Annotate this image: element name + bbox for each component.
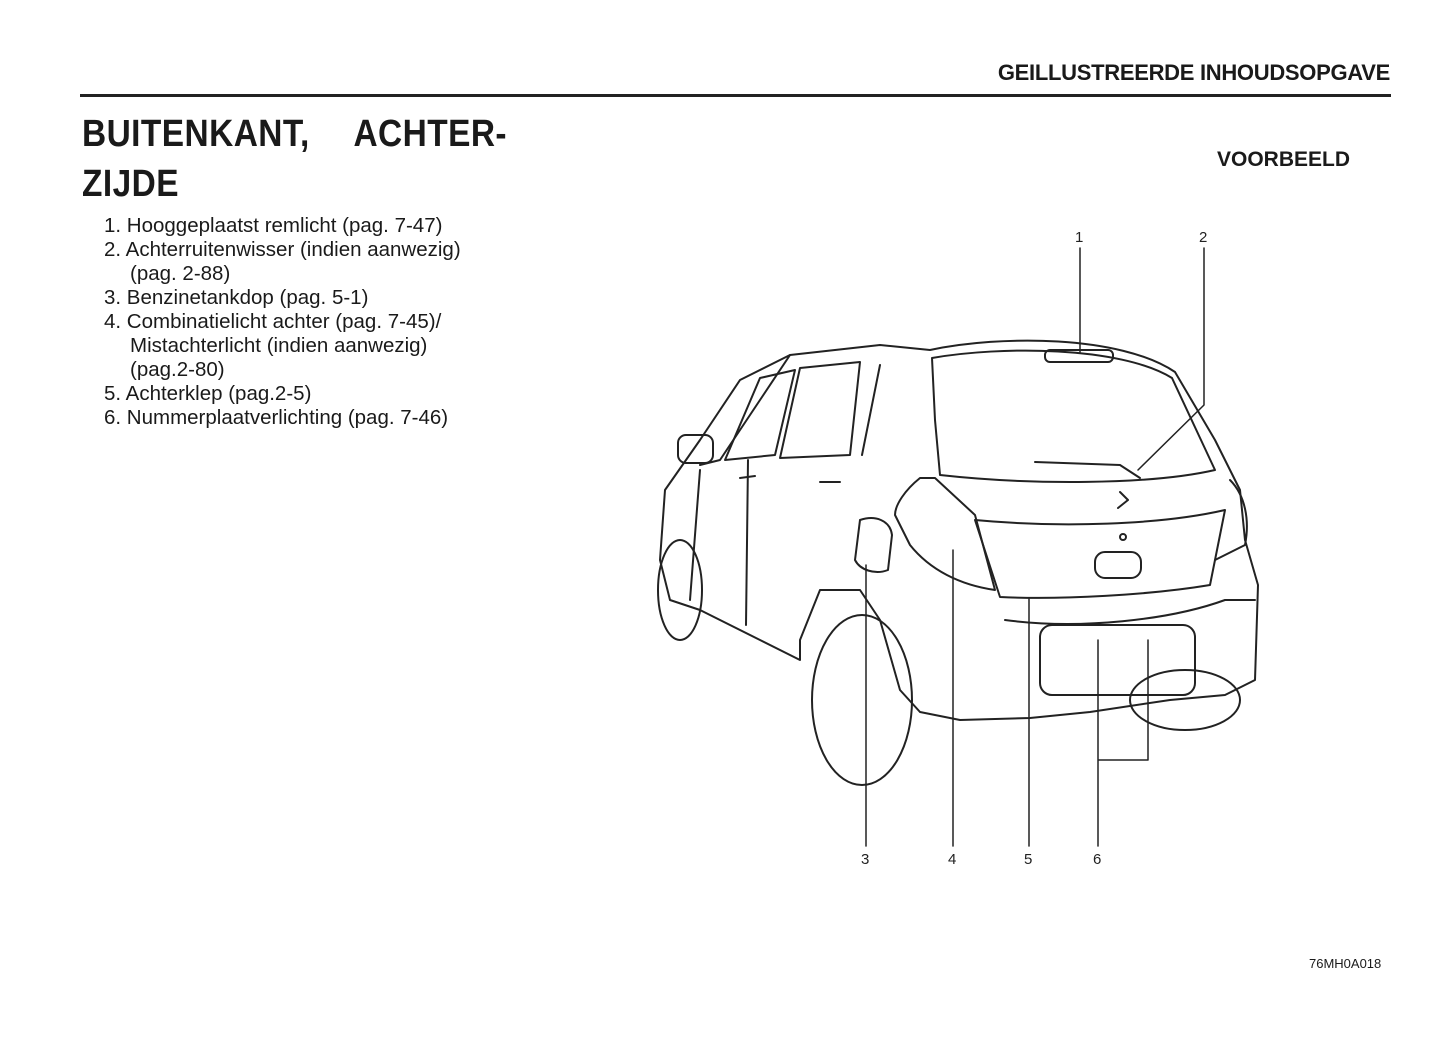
- list-item: 3. Benzinetankdop (pag. 5-1): [104, 286, 461, 310]
- list-item: 5. Achterklep (pag.2-5): [104, 382, 461, 406]
- rear-wheel: [811, 614, 913, 786]
- item-text: 1. Hooggeplaatst remlicht (pag. 7-47): [104, 214, 443, 237]
- tailgate: [974, 509, 1226, 599]
- figure-label: VOORBEELD: [1217, 148, 1351, 171]
- page-title-line1: BUITENKANT, ACHTER-: [82, 113, 508, 155]
- section-header: GEILLUSTREERDE INHOUDSOPGAVE: [997, 60, 1390, 85]
- item-text: 2. Achterruitenwisser (indien aanwezig): [104, 238, 461, 261]
- list-item: 1. Hooggeplaatst remlicht (pag. 7-47): [104, 214, 461, 238]
- rear-window: [931, 349, 1216, 483]
- rear-bumper: [1004, 599, 1256, 625]
- callout-1: 1: [1075, 229, 1083, 246]
- header-rule: [80, 94, 1391, 97]
- list-item: 4. Combinatielicht achter (pag. 7-45)/Mi…: [104, 310, 461, 382]
- page-title-line2: ZIJDE: [82, 163, 179, 205]
- item-text-cont: Mistachterlicht (indien aanwezig): [130, 334, 428, 357]
- leader-6: [1097, 639, 1149, 847]
- license-plate-recess: [1039, 624, 1196, 696]
- item-text: 6. Nummerplaatverlichting (pag. 7-46): [104, 406, 449, 429]
- item-text-cont: (pag.2-80): [130, 358, 225, 381]
- callout-5: 5: [1024, 851, 1032, 868]
- rear-wiper: [1034, 461, 1141, 479]
- component-list: 1. Hooggeplaatst remlicht (pag. 7-47) 2.…: [104, 214, 461, 430]
- fuel-lid: [854, 517, 893, 573]
- callout-4: 4: [948, 851, 956, 868]
- item-text: 3. Benzinetankdop (pag. 5-1): [104, 286, 369, 309]
- high-mount-stop-lamp: [1044, 349, 1114, 363]
- callout-6: 6: [1093, 851, 1101, 868]
- list-item: 6. Nummerplaatverlichting (pag. 7-46): [104, 406, 461, 430]
- item-text: 4. Combinatielicht achter (pag. 7-45)/: [104, 310, 442, 333]
- tail-light: [894, 477, 996, 591]
- figure-code: 76MH0A018: [1309, 956, 1382, 971]
- leader-2: [1137, 247, 1205, 471]
- list-item: 2. Achterruitenwisser (indien aanwezig)(…: [104, 238, 461, 286]
- car-body-outline: [659, 339, 1259, 721]
- item-text: 5. Achterklep (pag.2-5): [104, 382, 312, 405]
- item-text-cont: (pag. 2-88): [130, 262, 231, 285]
- callout-2: 2: [1199, 229, 1207, 246]
- callout-3: 3: [861, 851, 869, 868]
